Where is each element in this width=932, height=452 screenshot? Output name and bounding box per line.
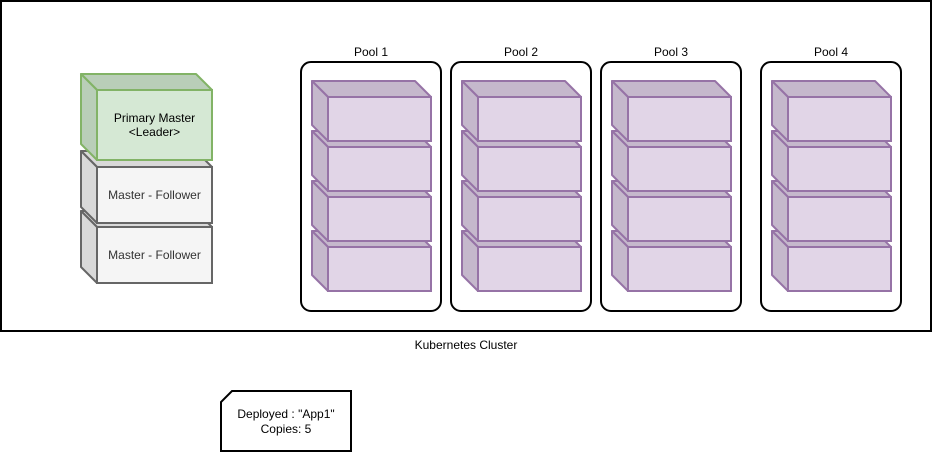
deployment-card-copies: Copies: 5 — [261, 422, 312, 436]
worker-node-front — [627, 246, 732, 292]
cluster-label: Kubernetes Cluster — [415, 338, 518, 352]
node-pools: Pool 1 Pool 2 Pool 3 Pool 4 — [300, 45, 902, 312]
primary-master-node: Primary Master<Leader> — [80, 73, 213, 161]
worker-node-front — [327, 146, 432, 192]
worker-node — [611, 80, 732, 142]
worker-node — [771, 80, 892, 142]
worker-node-top — [461, 80, 582, 98]
deployment-card-app: Deployed : "App1" — [237, 407, 334, 421]
worker-node — [311, 80, 432, 142]
worker-node-front — [787, 196, 892, 242]
worker-node-front — [477, 196, 582, 242]
worker-node-front — [477, 96, 582, 142]
worker-node-front — [477, 146, 582, 192]
worker-node-front — [477, 246, 582, 292]
deployment-card: Deployed : "App1" Copies: 5 — [220, 390, 352, 452]
primary-master-node-front — [96, 89, 213, 161]
pool-1: Pool 1 — [300, 45, 442, 312]
worker-node-front — [787, 146, 892, 192]
pool-3: Pool 3 — [600, 45, 742, 312]
worker-node-front — [327, 246, 432, 292]
worker-node-front — [627, 196, 732, 242]
master-role-label: <Leader> — [129, 125, 180, 139]
pool-label: Pool 1 — [354, 45, 388, 59]
pool-2: Pool 2 — [450, 45, 592, 312]
primary-master-node-side — [80, 73, 98, 161]
worker-node-front — [787, 246, 892, 292]
master-label: Master - Follower — [108, 248, 201, 262]
deployment-card-shape — [220, 390, 352, 452]
worker-node-top — [611, 80, 732, 98]
worker-node — [461, 80, 582, 142]
master-label: Master - Follower — [108, 188, 201, 202]
worker-node-front — [327, 96, 432, 142]
pool-label: Pool 2 — [504, 45, 538, 59]
worker-node-front — [327, 196, 432, 242]
master-follower-node-front — [96, 226, 213, 284]
master-label: Primary Master — [114, 111, 195, 125]
master-follower-node: Master - Follower — [80, 150, 213, 224]
worker-node-front — [627, 96, 732, 142]
pool-label: Pool 3 — [654, 45, 688, 59]
pool-label: Pool 4 — [814, 45, 848, 59]
primary-master-node-top — [80, 73, 213, 91]
worker-node-top — [771, 80, 892, 98]
worker-node-front — [627, 146, 732, 192]
pool-4: Pool 4 — [760, 45, 902, 312]
master-follower-node-front — [96, 166, 213, 224]
worker-node-top — [311, 80, 432, 98]
worker-node-front — [787, 96, 892, 142]
